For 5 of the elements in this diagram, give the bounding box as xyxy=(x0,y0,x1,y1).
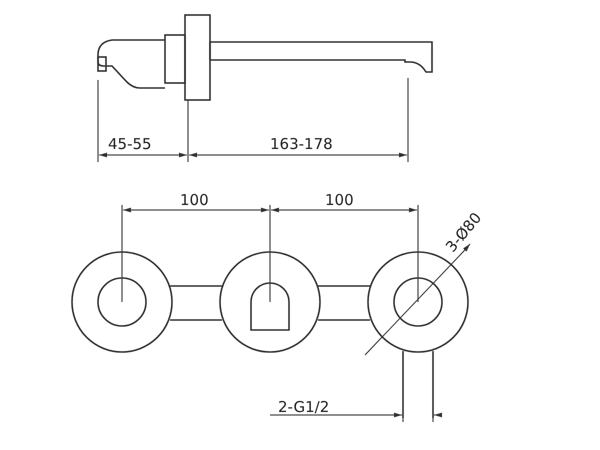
dimension-label: 100 xyxy=(180,193,209,208)
dimension-label: 2-G1/2 xyxy=(278,400,330,415)
dimension-label: 45-55 xyxy=(108,137,152,152)
dimension-label: 163-178 xyxy=(270,137,333,152)
dimension-label: 100 xyxy=(325,193,354,208)
